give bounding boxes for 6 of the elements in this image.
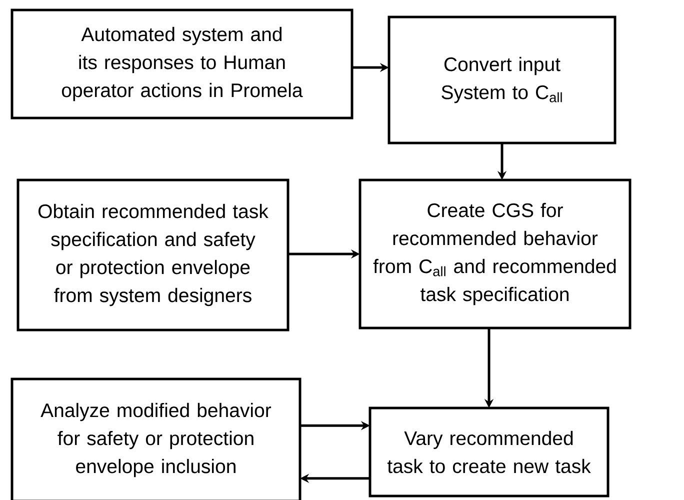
process-box: Vary recommended task to create new task [368,406,610,498]
process-box: Automated system and its responses to Human operator actions in Promela [10,8,354,120]
process-box: Convert input System to C$_{all}$ [388,16,616,144]
process-box: Create CGS for recommended behavior from C$_{all}$ and recommended task specification [358,178,632,330]
process-box: Obtain recommended task specification and safety or protection envelope from system designers [16,178,290,332]
process-box: Analyze modified behavior for safety or protection envelope inclusion [10,378,302,500]
